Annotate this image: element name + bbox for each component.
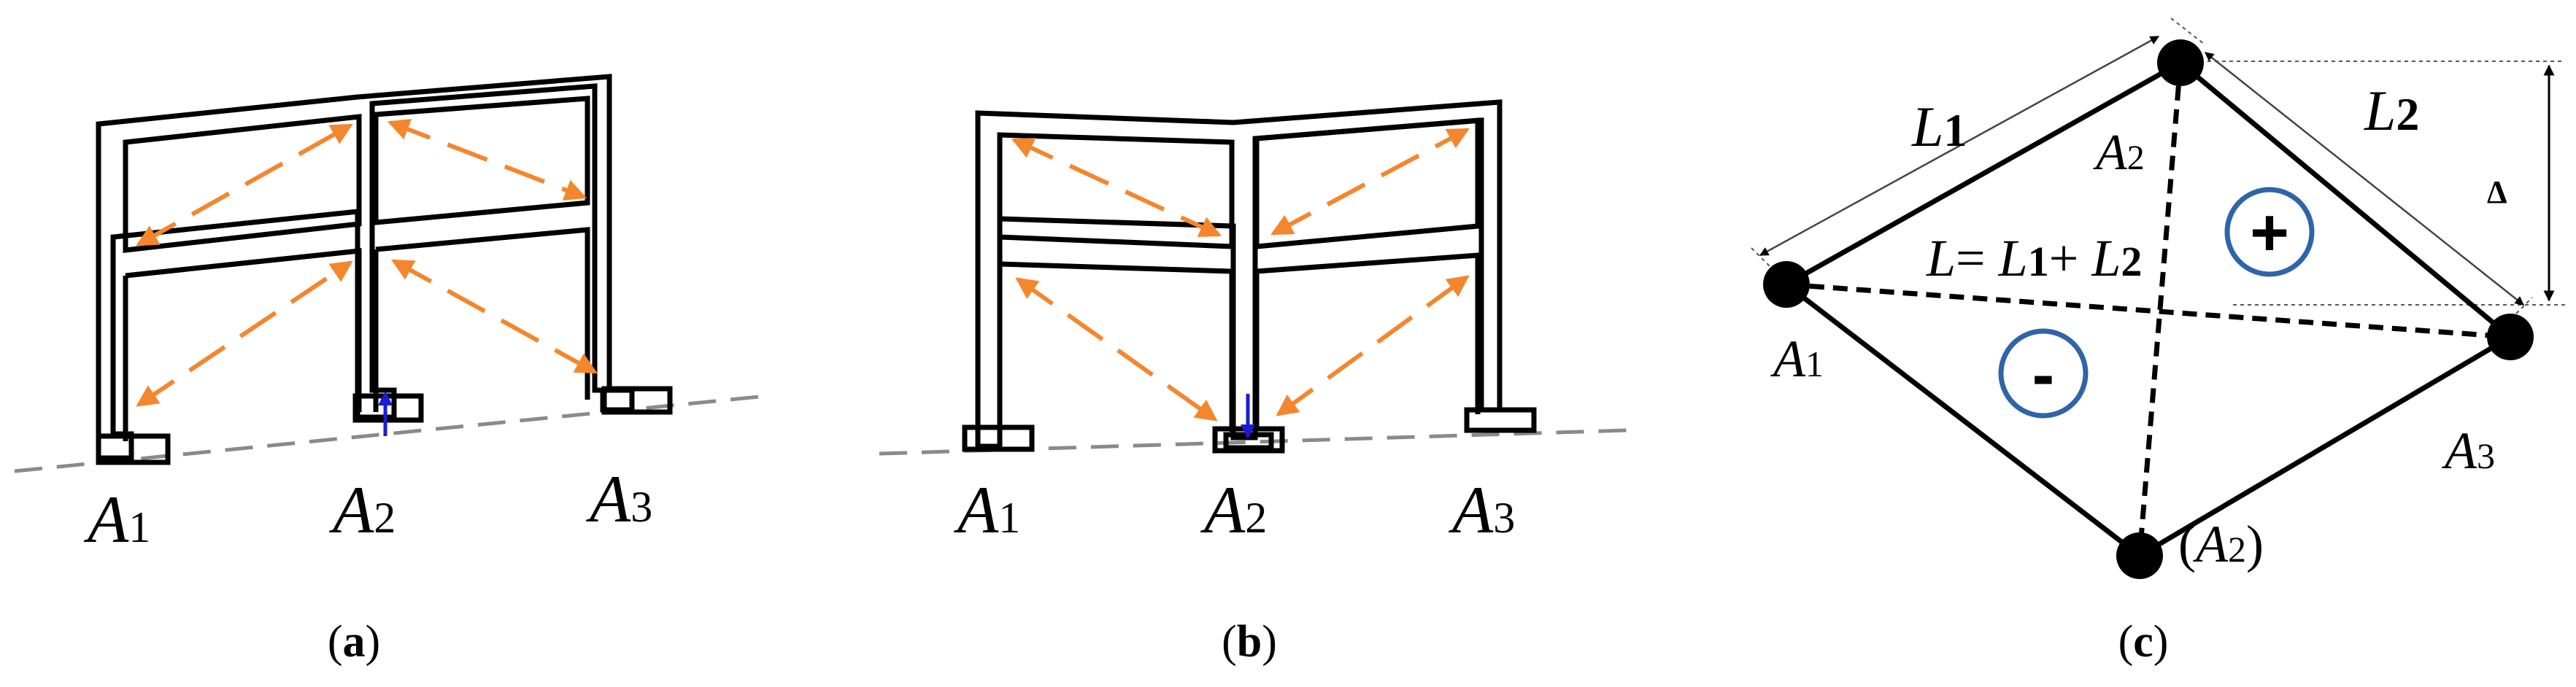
label-a3-c: A3 [2442,422,2495,480]
svg-text:A1: A1 [83,482,150,556]
svg-text:A3: A3 [585,462,652,536]
rhombus [1784,60,2513,559]
label-a3-a: A [585,462,631,536]
label-a1-c: A1 [1770,330,1824,388]
panel-a: A1 A2 A3 (a) [14,74,760,667]
label-a2-b: A [1200,473,1246,547]
plus-sign: + [2250,195,2289,270]
label-a2-prime: (A2) [2178,515,2264,573]
label-delta: Δ [2487,174,2507,210]
dimension-l2 [2205,52,2524,306]
minus-sign: - [2032,338,2055,412]
plus-sign-circle [2224,187,2315,277]
label-a2-a: A [328,473,374,547]
label-a1-sub-a: 1 [128,503,150,551]
label-l2: L2 [2364,79,2419,142]
node-a1 [1763,261,1810,308]
svg-text:A2: A2 [1200,473,1267,547]
equation-l-sum: L= L1+ L2 [1926,229,2142,287]
node-a2-prime [2116,532,2163,579]
label-a3-b: A [1448,473,1494,547]
caption-a: (a) [328,617,380,667]
node-a2 [2157,39,2204,86]
strut-arrows-b [1011,128,1470,422]
label-a1-a: A [83,482,129,556]
panel-b: A1 A2 A3 (b) [879,99,1628,667]
diagonal-a2-a2p [2137,62,2183,556]
node-a3 [2487,314,2534,360]
strut-arrows-a [136,119,598,407]
label-a2: A2 [2093,125,2145,181]
svg-text:A3: A3 [1448,473,1515,547]
label-l1: L1 [1911,95,1967,158]
label-a1-sub-b: 1 [998,494,1020,542]
label-a2-sub-a: 2 [374,494,396,542]
label-a3-sub-a: 3 [630,483,652,531]
caption-c: (c) [2118,617,2169,667]
svg-text:A2: A2 [328,473,396,547]
label-a1-b: A [953,473,999,547]
svg-text:A1: A1 [953,473,1020,547]
dimension-l1 [1759,35,2160,257]
caption-b: (b) [1222,617,1277,667]
diagonal-a1-a3 [1786,282,2511,340]
label-a2-sub-b: 2 [1245,494,1267,542]
minus-sign-circle [1998,328,2089,419]
label-a3-sub-b: 3 [1493,494,1515,542]
panel-c: + - L1 L2 Δ A2 L= L1+ L2 A1 A3 (A2) (c) [1751,18,2565,667]
